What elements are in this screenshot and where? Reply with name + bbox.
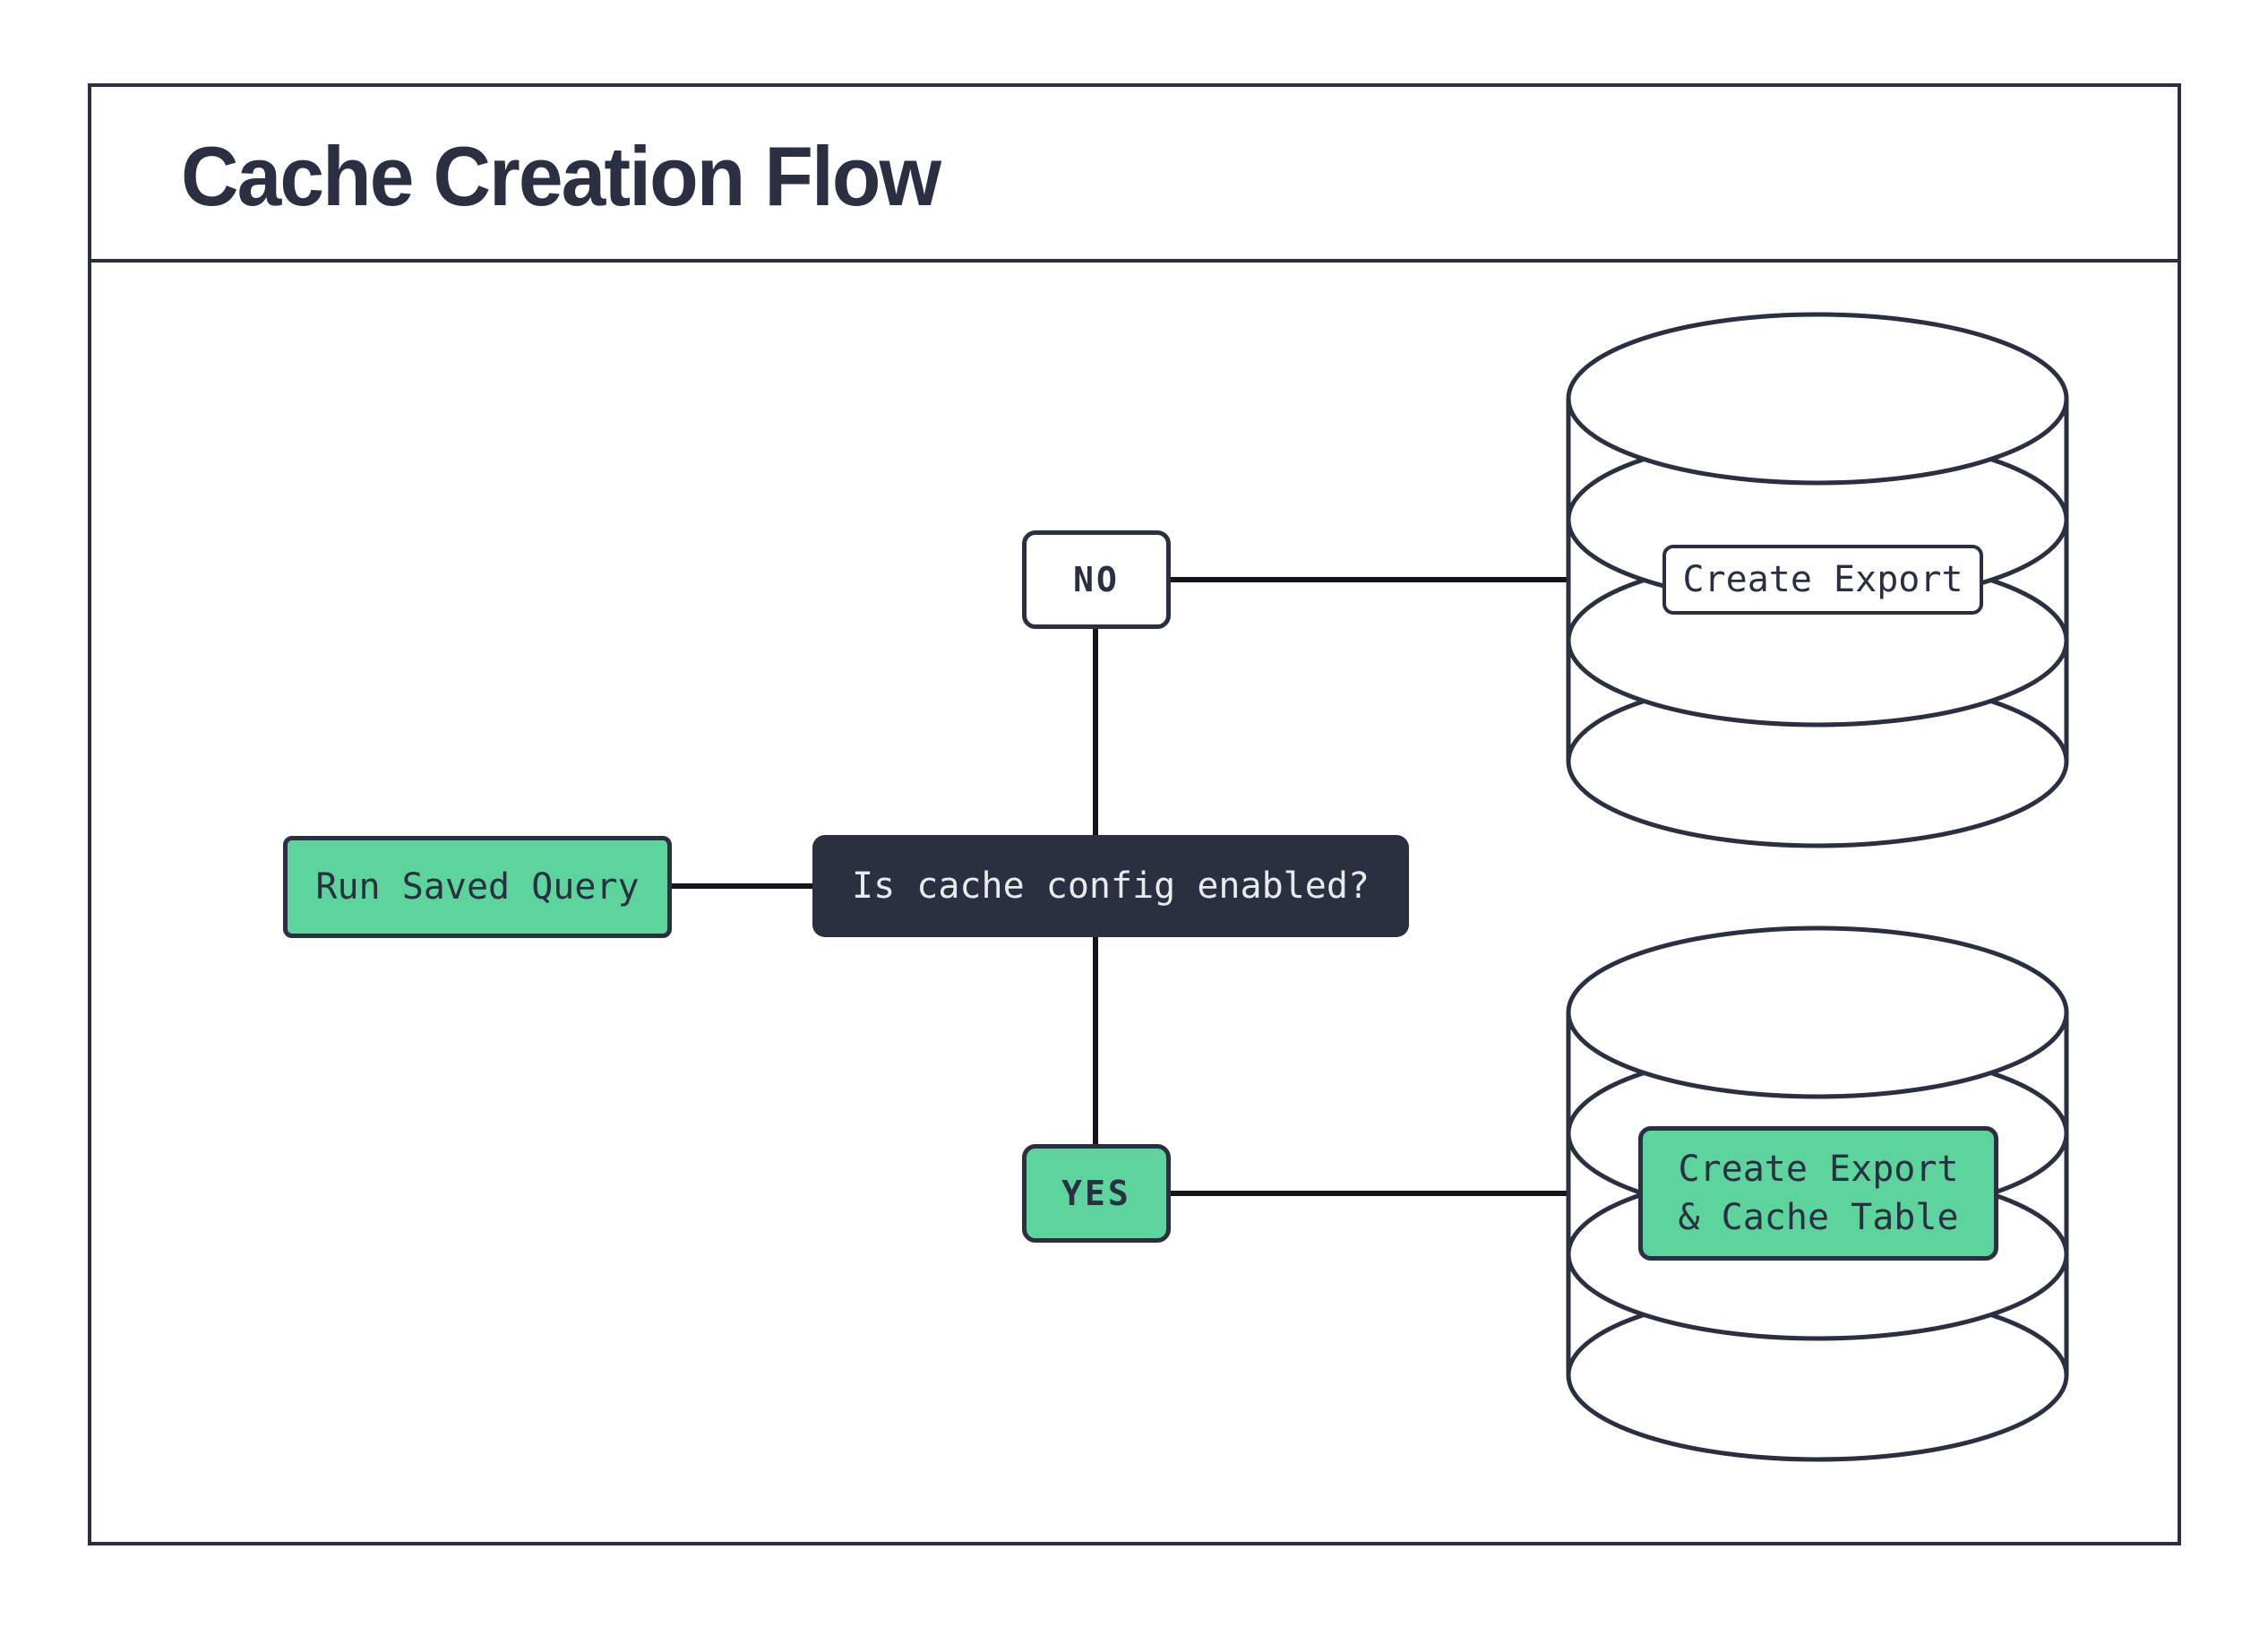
create-export-cache-line1: Create Export <box>1678 1149 1959 1190</box>
create-export-label: Create Export <box>1662 545 1983 615</box>
create-export-cache-label: Create Export & Cache Table <box>1638 1126 1998 1261</box>
start-node: Run Saved Query <box>283 836 672 938</box>
create-export-cache-line2: & Cache Table <box>1678 1197 1959 1238</box>
no-branch-label: NO <box>1073 560 1120 599</box>
decision-node-label: Is cache config enabled? <box>852 865 1370 907</box>
yes-branch-label: YES <box>1061 1174 1131 1213</box>
page-title: Cache Creation Flow <box>181 129 941 223</box>
panel-header <box>88 83 2181 263</box>
create-export-label-text: Create Export <box>1682 559 1963 600</box>
decision-node: Is cache config enabled? <box>812 835 1409 937</box>
yes-branch-node: YES <box>1022 1144 1171 1243</box>
start-node-label: Run Saved Query <box>315 866 640 908</box>
no-branch-node: NO <box>1022 530 1171 629</box>
